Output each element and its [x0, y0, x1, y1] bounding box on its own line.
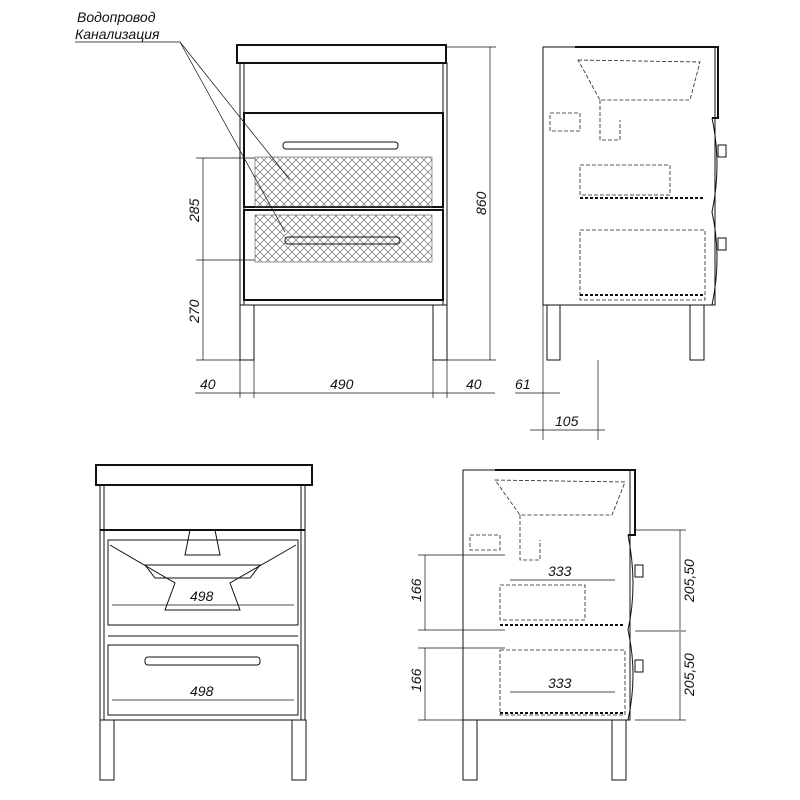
drawer-handle [284, 236, 401, 245]
dim-61: 61 [515, 376, 531, 392]
front-section [95, 464, 313, 781]
label-water-supply: Водопровод [77, 9, 156, 25]
dim-205-bottom: 205,50 [681, 653, 697, 697]
dim-105: 105 [555, 413, 579, 429]
dim-860: 860 [473, 191, 489, 215]
dim-490: 490 [330, 376, 354, 392]
label-sewer: Канализация [75, 26, 160, 42]
dim-270: 270 [186, 299, 202, 324]
side-section [418, 469, 686, 781]
dim-205-top: 205,50 [681, 559, 697, 603]
front-view [75, 41, 496, 398]
dim-333-top: 333 [548, 563, 572, 579]
dim-333-bottom: 333 [548, 675, 572, 691]
dim-166-bottom: 166 [408, 668, 424, 692]
drawer-handle [282, 141, 399, 150]
drawer-handle [144, 656, 261, 666]
hatched-zone-sewer [254, 214, 433, 263]
dim-498-top: 498 [190, 588, 214, 604]
dim-40-right: 40 [466, 376, 482, 392]
dim-285: 285 [186, 198, 202, 223]
dim-498-bottom: 498 [190, 683, 214, 699]
side-view [515, 46, 727, 440]
hatched-zone-water [254, 156, 433, 208]
dim-40-left: 40 [200, 376, 216, 392]
dim-166-top: 166 [408, 578, 424, 602]
